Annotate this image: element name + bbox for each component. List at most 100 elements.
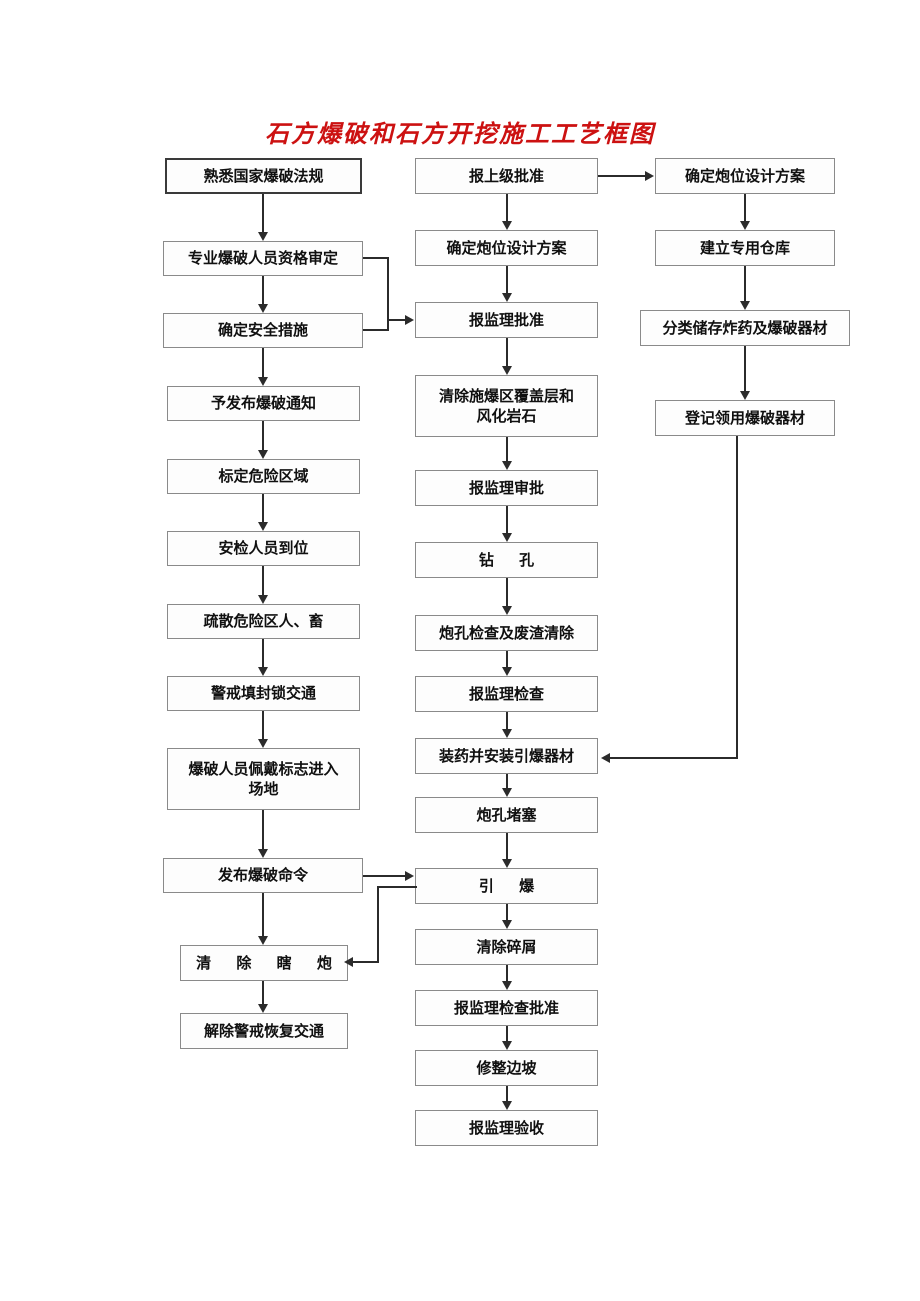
connector-r4-m9-horizontal xyxy=(610,757,738,759)
connector-m5-m6 xyxy=(506,506,508,533)
connector-l1-l2 xyxy=(262,194,264,232)
node-m9[interactable]: 装药并安装引爆器材 xyxy=(415,738,598,774)
arrowhead-l8-l9 xyxy=(258,739,268,748)
node-r2[interactable]: 建立专用仓库 xyxy=(655,230,835,266)
node-r4[interactable]: 登记领用爆破器材 xyxy=(655,400,835,436)
node-m15[interactable]: 报监理验收 xyxy=(415,1110,598,1146)
node-label: 报监理审批 xyxy=(468,478,544,497)
arrowhead-r1-r2 xyxy=(740,221,750,230)
arrowhead-merge-m3 xyxy=(405,315,414,325)
connector-m1-m2 xyxy=(506,194,508,221)
arrowhead-m1-m2 xyxy=(502,221,512,230)
connector-m3-m4 xyxy=(506,338,508,366)
node-m1[interactable]: 报上级批准 xyxy=(415,158,598,194)
node-m12[interactable]: 清除碎屑 xyxy=(415,929,598,965)
arrowhead-l10-l11 xyxy=(258,936,268,945)
connector-l6-l7 xyxy=(262,566,264,595)
connector-merge-to-m3 xyxy=(387,319,408,321)
connector-m9-m10 xyxy=(506,774,508,788)
node-label: 予发布爆破通知 xyxy=(210,394,316,413)
node-l4[interactable]: 予发布爆破通知 xyxy=(167,386,360,421)
node-label: 建立专用仓库 xyxy=(699,238,790,257)
arrowhead-l10-m11 xyxy=(405,871,414,881)
node-label: 标定危险区域 xyxy=(218,467,309,486)
node-m11[interactable]: 引 爆 xyxy=(415,868,598,904)
arrowhead-m6-m7 xyxy=(502,606,512,615)
connector-l3-l4 xyxy=(262,348,264,377)
arrowhead-m10-m11 xyxy=(502,859,512,868)
node-l12[interactable]: 解除警戒恢复交通 xyxy=(180,1013,348,1049)
connector-m12-m13 xyxy=(506,965,508,981)
node-m7[interactable]: 炮孔检查及废渣清除 xyxy=(415,615,598,651)
node-r3[interactable]: 分类储存炸药及爆破器材 xyxy=(640,310,850,346)
node-m5[interactable]: 报监理审批 xyxy=(415,470,598,506)
node-l10[interactable]: 发布爆破命令 xyxy=(163,858,363,893)
node-l9[interactable]: 爆破人员佩戴标志进入 场地 xyxy=(167,748,360,810)
arrowhead-l3-l4 xyxy=(258,377,268,386)
connector-r3-r4 xyxy=(744,346,746,391)
connector-l9-l10 xyxy=(262,810,264,849)
node-l8[interactable]: 警戒填封锁交通 xyxy=(167,676,360,711)
node-label: 疏散危险区人、畜 xyxy=(203,612,324,631)
node-label: 炮孔堵塞 xyxy=(476,805,537,824)
connector-m4-m5 xyxy=(506,437,508,461)
node-m13[interactable]: 报监理检查批准 xyxy=(415,990,598,1026)
node-l11[interactable]: 清 除 瞎 炮 xyxy=(180,945,348,981)
arrowhead-l9-l10 xyxy=(258,849,268,858)
arrowhead-m3-m4 xyxy=(502,366,512,375)
node-label: 修整边坡 xyxy=(476,1058,537,1077)
arrowhead-m11-m12 xyxy=(502,920,512,929)
node-label: 熟悉国家爆破法规 xyxy=(203,166,324,185)
node-label: 警戒填封锁交通 xyxy=(210,684,316,703)
connector-m8-m9 xyxy=(506,712,508,729)
node-label: 报上级批准 xyxy=(468,166,544,185)
node-label: 钻 孔 xyxy=(478,550,545,569)
node-label: 确定安全措施 xyxy=(217,321,308,340)
connector-merge-vertical xyxy=(387,257,389,331)
connector-r1-r2 xyxy=(744,194,746,221)
node-m14[interactable]: 修整边坡 xyxy=(415,1050,598,1086)
node-m8[interactable]: 报监理检查 xyxy=(415,676,598,712)
node-label: 发布爆破命令 xyxy=(217,866,308,885)
node-l5[interactable]: 标定危险区域 xyxy=(167,459,360,494)
arrowhead-m8-m9 xyxy=(502,729,512,738)
arrowhead-l6-l7 xyxy=(258,595,268,604)
connector-r4-m9-vertical xyxy=(736,436,738,759)
node-m10[interactable]: 炮孔堵塞 xyxy=(415,797,598,833)
arrowhead-r4-m9 xyxy=(601,753,610,763)
node-label: 登记领用爆破器材 xyxy=(684,408,805,427)
arrowhead-m2-m3 xyxy=(502,293,512,302)
node-m3[interactable]: 报监理批准 xyxy=(415,302,598,338)
connector-l2-merge xyxy=(363,257,389,259)
node-m6[interactable]: 钻 孔 xyxy=(415,542,598,578)
connector-m1-r1 xyxy=(598,175,646,177)
node-label: 分类储存炸药及爆破器材 xyxy=(662,318,828,337)
arrowhead-l4-l5 xyxy=(258,450,268,459)
node-m2[interactable]: 确定炮位设计方案 xyxy=(415,230,598,266)
node-label: 报监理检查 xyxy=(468,684,544,703)
connector-l7-l8 xyxy=(262,639,264,667)
node-m4[interactable]: 清除施爆区覆盖层和 风化岩石 xyxy=(415,375,598,437)
node-label: 清 除 瞎 炮 xyxy=(196,953,342,972)
connector-l3-merge xyxy=(363,329,389,331)
connector-l5-l6 xyxy=(262,494,264,522)
node-label: 清除碎屑 xyxy=(476,937,537,956)
connector-m7-m8 xyxy=(506,651,508,667)
node-l1[interactable]: 熟悉国家爆破法规 xyxy=(165,158,362,194)
node-label: 确定炮位设计方案 xyxy=(446,238,567,257)
node-label: 爆破人员佩戴标志进入 场地 xyxy=(188,759,339,798)
node-l6[interactable]: 安检人员到位 xyxy=(167,531,360,566)
connector-m11-out xyxy=(377,886,417,888)
node-label: 报监理批准 xyxy=(468,310,544,329)
node-l2[interactable]: 专业爆破人员资格审定 xyxy=(163,241,363,276)
arrowhead-l5-l6 xyxy=(258,522,268,531)
arrowhead-m1-r1 xyxy=(645,171,654,181)
node-r1[interactable]: 确定炮位设计方案 xyxy=(655,158,835,194)
node-label: 解除警戒恢复交通 xyxy=(203,1021,324,1040)
connector-l2-l3 xyxy=(262,276,264,304)
node-l7[interactable]: 疏散危险区人、畜 xyxy=(167,604,360,639)
node-l3[interactable]: 确定安全措施 xyxy=(163,313,363,348)
node-label: 引 爆 xyxy=(478,876,545,895)
arrowhead-r3-r4 xyxy=(740,391,750,400)
